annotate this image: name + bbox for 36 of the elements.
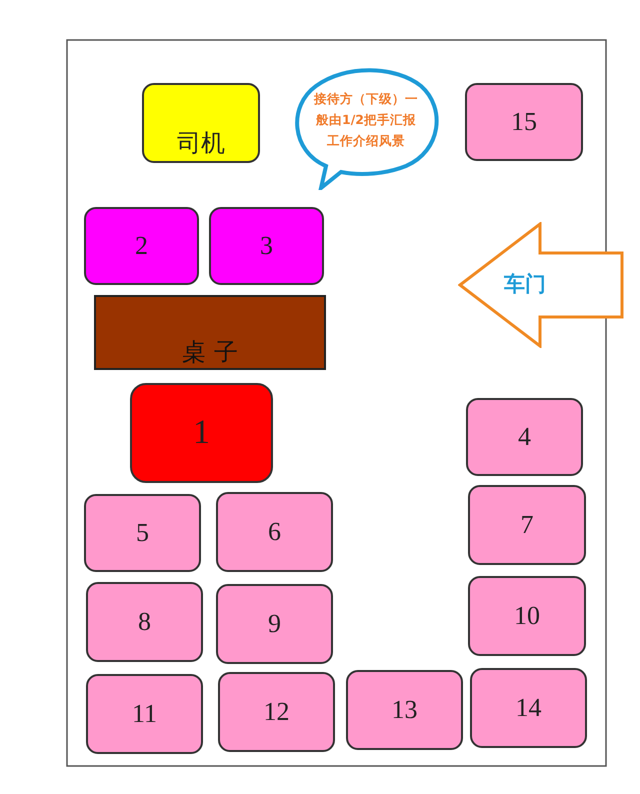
- seat-number: 3: [260, 231, 273, 261]
- seat-number: 12: [264, 697, 290, 727]
- seat-box: [468, 485, 586, 565]
- driver-seat: [142, 83, 260, 163]
- seat-number: 4: [518, 422, 531, 452]
- seat-number: 13: [392, 695, 418, 725]
- seat-number: 7: [520, 510, 534, 540]
- table-label: 桌 子: [182, 337, 238, 368]
- seat-box: [84, 207, 199, 285]
- seat-box: [468, 576, 586, 656]
- table-block: [94, 295, 326, 370]
- seat-box: [86, 674, 203, 754]
- seat-number: 8: [138, 607, 151, 637]
- seat-box: [470, 668, 587, 748]
- seat-box: [86, 582, 203, 662]
- seat-box: [209, 207, 324, 285]
- seat-box: [216, 492, 333, 572]
- seat-label: 司机: [177, 128, 225, 159]
- seat-box: [465, 83, 583, 161]
- seat-number: 2: [135, 231, 148, 261]
- seat-number: 1: [193, 414, 210, 452]
- seat-box: [84, 494, 201, 572]
- seat-number: 10: [514, 601, 540, 631]
- door-label: 车门: [504, 271, 546, 298]
- seat-number: 11: [132, 699, 158, 729]
- seat-number: 9: [268, 609, 281, 639]
- seat-box: [466, 398, 583, 476]
- seat-number: 5: [136, 518, 149, 548]
- seat-number: 6: [268, 517, 281, 547]
- seat-box: [130, 383, 273, 483]
- seat-box: [218, 672, 335, 752]
- seat-box: [216, 584, 333, 664]
- seat-number: 15: [511, 107, 537, 137]
- bubble-text: 接待方（下级）一般由1/2把手汇报工作介绍风景: [314, 90, 418, 150]
- seat-number: 14: [516, 693, 542, 723]
- seat-box: [346, 670, 463, 750]
